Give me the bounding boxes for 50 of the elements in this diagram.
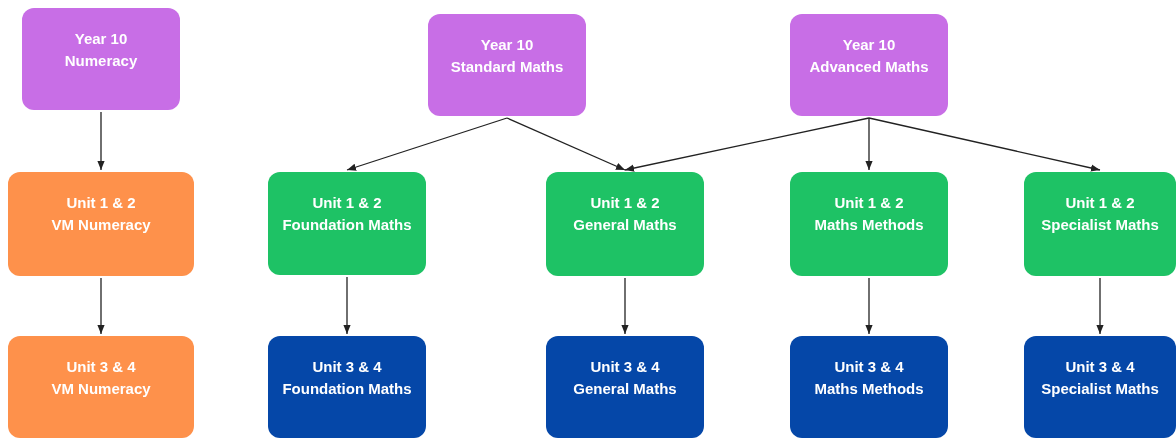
course-box (8, 172, 194, 276)
arrow (97, 277, 105, 335)
course-box (790, 14, 948, 116)
course-label: Unit 1 & 2 (1065, 193, 1135, 213)
arrow (624, 117, 870, 172)
course-label: Specialist Maths (1041, 215, 1159, 235)
course-box (268, 336, 426, 438)
course-label: Unit 3 & 4 (834, 357, 904, 377)
arrow (97, 111, 105, 171)
course-box (790, 172, 948, 276)
course-box (546, 336, 704, 438)
arrow (865, 277, 873, 335)
course-label: Foundation Maths (282, 215, 412, 235)
arrow (621, 277, 629, 335)
course-box (428, 14, 586, 116)
course-box (546, 172, 704, 276)
course-label: Maths Methods (814, 379, 924, 399)
arrow (868, 117, 1101, 172)
course-label: Unit 1 & 2 (590, 193, 660, 213)
course-box (8, 336, 194, 438)
arrow (1096, 277, 1104, 335)
course-label: General Maths (573, 379, 677, 399)
course-label: Maths Methods (814, 215, 924, 235)
course-label: Unit 1 & 2 (834, 193, 904, 213)
course-label: Unit 3 & 4 (1065, 357, 1135, 377)
course-label: Specialist Maths (1041, 379, 1159, 399)
course-box (268, 172, 426, 275)
arrow (506, 117, 626, 171)
course-label: VM Numeracy (51, 215, 151, 235)
course-box (790, 336, 948, 438)
course-label: Unit 1 & 2 (312, 193, 382, 213)
course-label: Unit 1 & 2 (66, 193, 136, 213)
course-label: VM Numeracy (51, 379, 151, 399)
course-label: Standard Maths (450, 57, 564, 77)
course-label: Year 10 (480, 35, 534, 55)
arrow (343, 276, 351, 335)
course-label: Foundation Maths (282, 379, 412, 399)
course-label: Unit 3 & 4 (590, 357, 660, 377)
course-box (1024, 172, 1176, 276)
course-box (22, 8, 180, 110)
course-label: Unit 3 & 4 (312, 357, 382, 377)
course-label: Advanced Maths (809, 57, 929, 77)
arrow (346, 117, 508, 171)
course-label: Year 10 (842, 35, 896, 55)
course-label: Year 10 (74, 29, 128, 49)
course-box (1024, 336, 1176, 438)
course-label: Unit 3 & 4 (66, 357, 136, 377)
course-label: General Maths (573, 215, 677, 235)
course-label: Numeracy (64, 51, 138, 71)
arrow (865, 117, 873, 171)
